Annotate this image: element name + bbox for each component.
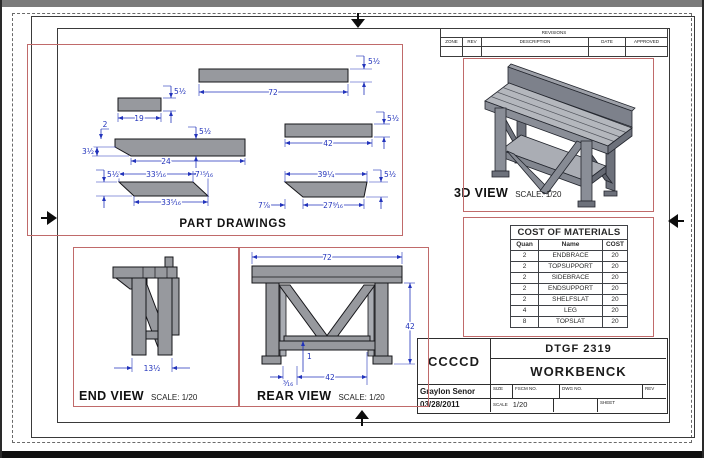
table-cell: 2 (511, 284, 539, 294)
cost-table-header: Quan Name COST (511, 240, 627, 251)
title-block-empty-cell (554, 399, 598, 412)
title-block-course: DTGF 2319 (491, 339, 666, 359)
title-block-fscm-cell: FSCM NO. (513, 385, 560, 399)
scale-label: SCALE (493, 402, 508, 407)
table-cell: LEG (539, 306, 603, 316)
revisions-col-zone: ZONE (441, 38, 463, 46)
revisions-col-rev: REV (463, 38, 482, 46)
rear-view-scale: SCALE: 1/20 (338, 393, 385, 402)
3d-view-scale: SCALE: 1/20 (515, 190, 562, 199)
3d-view-label: 3D VIEW (454, 186, 509, 200)
table-cell: 20 (611, 318, 619, 325)
end-view-scale: SCALE: 1/20 (151, 393, 198, 402)
viewport-end-view[interactable] (73, 247, 239, 407)
table-cell: 4 (511, 306, 539, 316)
canvas-left-edge (0, 0, 2, 458)
title-block-scale-cell: SCALE 1/20 (491, 399, 554, 412)
canvas-bottom-edge (0, 451, 704, 458)
title-block-drawing-title: WORKBENCK (491, 359, 666, 385)
paper-margin-border (12, 13, 692, 443)
table-cell: SIDEBRACE (539, 273, 603, 283)
viewport-part-drawings[interactable] (27, 44, 403, 236)
scale-value: 1/20 (512, 400, 528, 409)
viewport-3d-view[interactable] (463, 58, 654, 212)
table-cell: 20 (611, 307, 619, 314)
title-block-company: CCCCD (418, 339, 491, 385)
canvas-right-edge (702, 0, 704, 458)
table-cell: 8 (511, 317, 539, 327)
title-block-size-cell: SIZE (491, 385, 513, 399)
revisions-col-date: DATE (589, 38, 626, 46)
revisions-empty-cell (626, 47, 667, 56)
revisions-empty-cell (463, 47, 482, 56)
table-cell: 20 (611, 274, 619, 281)
title-block-date: 03/28/2011 (418, 399, 491, 412)
rear-view-caption: REAR VIEW SCALE: 1/20 (257, 389, 385, 403)
table-cell: ENDSUPPORT (539, 284, 603, 294)
revisions-title: REVISIONS (441, 29, 667, 38)
table-cell: 20 (611, 296, 619, 303)
revisions-block: REVISIONS ZONE REV DESCRIPTION DATE APPR… (440, 28, 668, 57)
title-block-author: Graylon Senor (418, 385, 491, 399)
table-cell: 20 (611, 263, 619, 270)
cost-col-name: Name (539, 240, 603, 250)
revisions-col-description: DESCRIPTION (482, 38, 589, 46)
outer-frame (31, 16, 695, 438)
table-cell: 2 (511, 273, 539, 283)
dwg-label: DWG NO. (562, 386, 583, 391)
table-cell: 2 (511, 262, 539, 272)
rev-label: REV (645, 386, 655, 391)
title-block-rev-cell: REV (643, 385, 666, 399)
table-cell: TOPSUPPORT (539, 262, 603, 272)
table-cell: ENDBRACE (539, 251, 603, 261)
viewport-rear-view[interactable] (239, 247, 429, 407)
part-drawings-label: PART DRAWINGS (179, 218, 287, 230)
table-cell: 2 (511, 251, 539, 261)
table-cell: 20 (611, 252, 619, 259)
title-block-sheet-cell: SHEET (598, 399, 666, 412)
cost-col-cost: COST (605, 241, 625, 248)
revisions-empty-cell (589, 47, 626, 56)
cost-table-title: COST OF MATERIALS (511, 226, 627, 240)
sheet-label: SHEET (600, 400, 616, 405)
end-view-caption: END VIEW SCALE: 1/20 (79, 389, 197, 403)
end-view-label: END VIEW (79, 389, 145, 403)
revisions-col-approved: APPROVED (633, 39, 659, 44)
cost-col-quan: Quan (511, 240, 539, 250)
canvas-top-edge (0, 0, 704, 7)
3d-view-caption: 3D VIEW SCALE: 1/20 (454, 186, 561, 200)
revisions-empty-cell (441, 47, 463, 56)
size-label: SIZE (493, 386, 504, 391)
fscm-label: FSCM NO. (515, 386, 537, 391)
revisions-empty-cell (482, 47, 589, 56)
table-cell: 20 (611, 285, 619, 292)
title-block: CCCCD Graylon Senor 03/28/2011 DTGF 2319… (417, 338, 668, 414)
title-block-dwg-cell: DWG NO. (560, 385, 643, 399)
rear-view-label: REAR VIEW (257, 389, 332, 403)
table-cell: 2 (511, 295, 539, 305)
table-cell: SHELFSLAT (539, 295, 603, 305)
viewport-cost-table[interactable] (463, 217, 654, 337)
table-cell: TOPSLAT (539, 317, 603, 327)
